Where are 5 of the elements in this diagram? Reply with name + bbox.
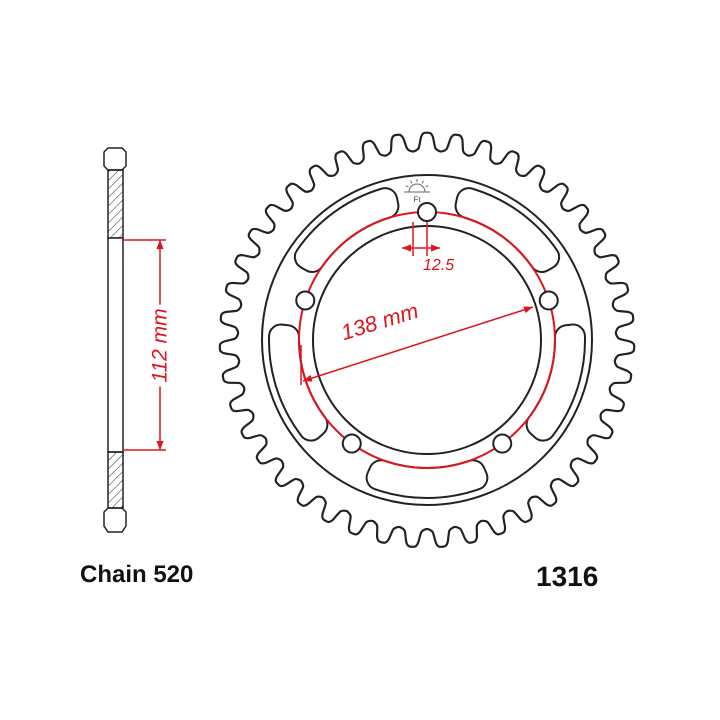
chain-label: Chain 520	[80, 563, 194, 587]
dimension-label: 12.5	[423, 258, 454, 274]
dimension-label: 138 mm	[338, 300, 422, 344]
part-number: 1316	[536, 563, 598, 591]
marking-label: Ft	[413, 196, 421, 204]
